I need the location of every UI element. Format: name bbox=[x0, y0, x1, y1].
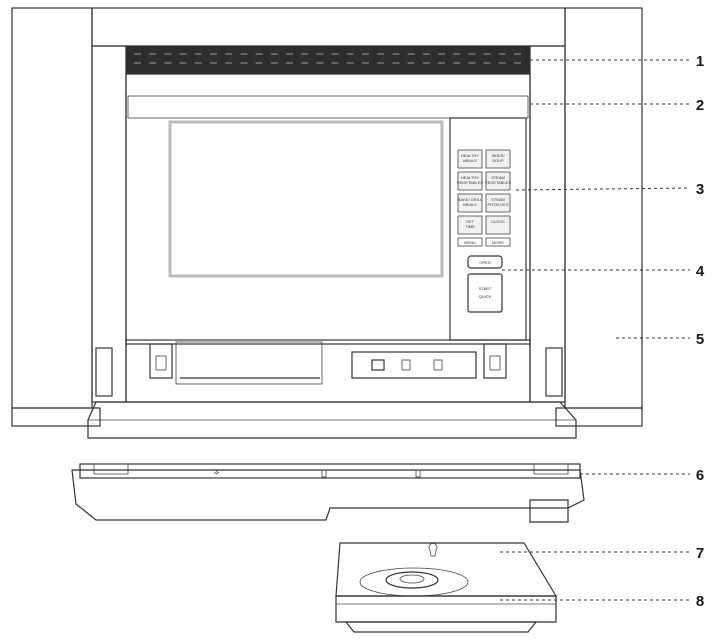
callout-4: 4 bbox=[696, 263, 705, 280]
panel-button-label: BAKE/ GRILL bbox=[458, 197, 483, 202]
start-button[interactable] bbox=[467, 273, 503, 313]
right-hinge bbox=[483, 343, 563, 397]
door-release-button[interactable] bbox=[467, 255, 503, 269]
panel-button-label: VEGETABLES bbox=[457, 180, 483, 185]
trim-left-notch bbox=[93, 463, 129, 475]
inner-left-bezel bbox=[91, 45, 127, 403]
door-release-label: OPEN bbox=[479, 260, 490, 265]
left-hinge bbox=[95, 343, 173, 397]
cabinet-left-plinth bbox=[11, 407, 101, 427]
panel-button-label: HEALTHY bbox=[461, 175, 479, 180]
menu-button-label: MENU bbox=[464, 240, 476, 245]
panel-button[interactable] bbox=[485, 149, 511, 169]
callout-6: 6 bbox=[696, 467, 704, 484]
panel-button-label: CLOCK bbox=[491, 219, 505, 224]
callout-numbers: 1 2 3 4 5 6 7 8 bbox=[696, 53, 705, 610]
trim-tab-left bbox=[321, 469, 327, 478]
panel-button-label: POTATOES bbox=[487, 202, 508, 207]
panel-button[interactable] bbox=[457, 193, 483, 213]
panel-small-row: MENU MORE bbox=[457, 237, 511, 247]
panel-button[interactable] bbox=[457, 171, 483, 191]
cabinet-left-panel bbox=[11, 7, 93, 409]
callout-3: 3 bbox=[696, 181, 704, 198]
panel-button-label: SIDES/ bbox=[491, 153, 505, 158]
door-window bbox=[169, 121, 443, 277]
panel-buttons: HEALTHYMEALSSIDES/SOUPHEALTHYVEGETABLESS… bbox=[457, 149, 511, 235]
cabinet-right-plinth bbox=[555, 407, 643, 427]
panel-button[interactable] bbox=[485, 193, 511, 213]
panel-button-label: STEAM bbox=[491, 197, 505, 202]
lower-right-recess bbox=[351, 351, 477, 379]
panel-button-label: TIME bbox=[465, 224, 475, 229]
vent-slots bbox=[134, 53, 521, 64]
drawer-base bbox=[335, 595, 557, 633]
panel-button-label: HEALTHY bbox=[461, 153, 479, 158]
start-button-label: START bbox=[479, 286, 492, 291]
trim-top-face bbox=[79, 463, 581, 479]
control-panel: HEALTHYMEALSSIDES/SOUPHEALTHYVEGETABLESS… bbox=[449, 117, 527, 341]
trim-right-notch bbox=[533, 463, 569, 475]
door-top-strip bbox=[127, 95, 529, 119]
front-trim bbox=[71, 463, 585, 523]
start-button-sublabel: QUICK bbox=[479, 294, 492, 299]
more-button[interactable] bbox=[485, 237, 511, 247]
drawer-clip bbox=[428, 542, 438, 557]
lower-cavity bbox=[95, 339, 563, 403]
panel-button-label: VEGETABLES bbox=[485, 180, 511, 185]
lower-left-recess bbox=[175, 341, 323, 385]
callout-1: 1 bbox=[696, 53, 704, 70]
callout-leaders bbox=[500, 59, 691, 601]
trim-screw bbox=[213, 469, 220, 475]
cabinet-top bbox=[91, 7, 566, 47]
callout-5: 5 bbox=[696, 331, 704, 348]
vent-slot-a bbox=[371, 359, 385, 371]
inner-right-bezel bbox=[529, 45, 566, 403]
vent bbox=[126, 46, 530, 74]
panel-button-label: MEALS bbox=[463, 158, 477, 163]
drawer-turntable bbox=[359, 567, 469, 597]
callout-8: 8 bbox=[696, 593, 704, 610]
trim-tab-right bbox=[415, 469, 421, 478]
callout-2: 2 bbox=[696, 97, 704, 114]
panel-button-label: SOUP bbox=[492, 158, 504, 163]
vent-slot-c bbox=[433, 359, 443, 371]
panel-button-label: MEALS bbox=[463, 202, 477, 207]
drawer bbox=[335, 542, 558, 597]
panel-button-label: STEAM bbox=[491, 175, 505, 180]
more-button-label: MORE bbox=[492, 240, 504, 245]
vent-slot-b bbox=[401, 359, 411, 371]
menu-button[interactable] bbox=[457, 237, 483, 247]
panel-button[interactable] bbox=[485, 171, 511, 191]
door-window-shade bbox=[168, 120, 444, 278]
panel-button[interactable] bbox=[457, 149, 483, 169]
panel-button[interactable] bbox=[457, 215, 483, 235]
door bbox=[125, 73, 531, 345]
callout-7: 7 bbox=[696, 545, 704, 562]
panel-button-label: SET bbox=[466, 219, 474, 224]
open-door-panel bbox=[87, 401, 577, 439]
panel-button[interactable] bbox=[485, 215, 511, 235]
cabinet-right-panel bbox=[564, 7, 643, 409]
cabinet bbox=[11, 7, 643, 427]
